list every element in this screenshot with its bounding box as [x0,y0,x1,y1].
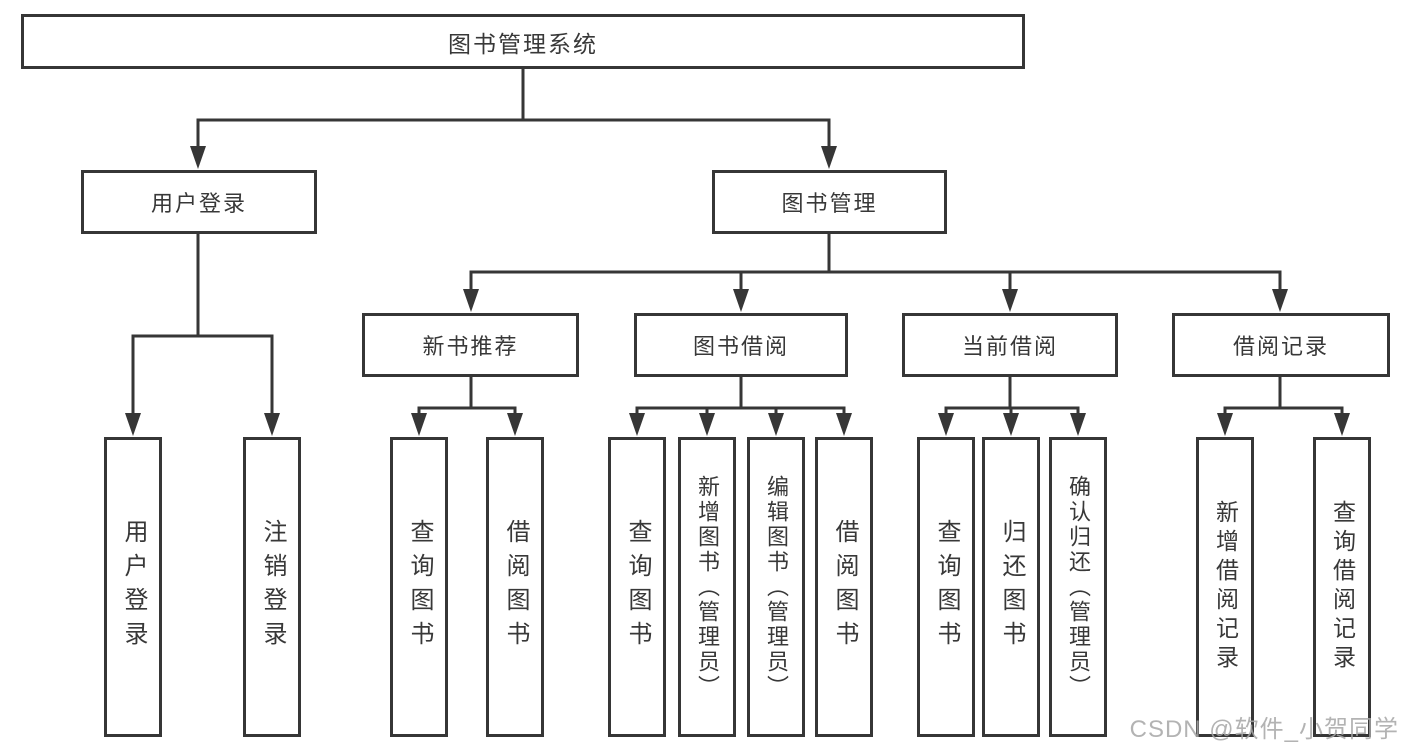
node-book-borrowing: 图书借阅 [634,313,848,377]
leaf-return-books: 归还图书 [982,437,1040,737]
leaf-confirm-return-admin: 确认归还（管理员） [1049,437,1107,737]
leaf-logout: 注销登录 [243,437,301,737]
node-user-login-branch: 用户登录 [81,170,317,234]
node-label: 借阅图书 [502,519,529,655]
node-current-borrowing: 当前借阅 [902,313,1118,377]
node-label: 注销登录 [259,519,286,655]
csdn-watermark: CSDN @软件_小贺同学 [1129,716,1399,743]
node-label: 借阅记录 [1232,334,1329,359]
node-label: 查询借阅记录 [1329,500,1356,674]
node-label: 新增图书（管理员） [695,474,720,700]
node-book-management-branch: 图书管理 [712,170,947,234]
leaf-query-books-recommend: 查询图书 [390,437,448,737]
node-borrowing-records: 借阅记录 [1172,313,1390,377]
node-root-system: 图书管理系统 [21,14,1025,69]
leaf-user-login: 用户登录 [104,437,162,737]
node-label: 用户登录 [150,191,247,216]
node-new-book-recommend: 新书推荐 [362,313,579,377]
node-label: 新书推荐 [422,334,519,359]
node-label: 查询图书 [624,519,651,655]
node-label: 编辑图书（管理员） [764,474,789,700]
leaf-add-book-admin: 新增图书（管理员） [678,437,736,737]
leaf-borrow-books-borrowing: 借阅图书 [815,437,873,737]
node-label: 用户登录 [120,519,147,655]
leaf-add-borrow-record: 新增借阅记录 [1196,437,1254,737]
leaf-query-books-borrowing: 查询图书 [608,437,666,737]
node-label: 确认归还（管理员） [1066,474,1091,700]
leaf-edit-book-admin: 编辑图书（管理员） [747,437,805,737]
node-label: 归还图书 [998,519,1025,655]
node-label: 查询图书 [933,519,960,655]
leaf-query-borrow-record: 查询借阅记录 [1313,437,1371,737]
node-label: 借阅图书 [831,519,858,655]
node-label: 图书管理系统 [448,30,598,57]
node-label: 查询图书 [406,519,433,655]
leaf-query-books-current: 查询图书 [917,437,975,737]
node-label: 图书借阅 [692,334,789,359]
node-label: 新增借阅记录 [1212,500,1239,674]
node-label: 图书管理 [781,191,878,216]
leaf-borrow-books-recommend: 借阅图书 [486,437,544,737]
node-label: 当前借阅 [961,334,1058,359]
